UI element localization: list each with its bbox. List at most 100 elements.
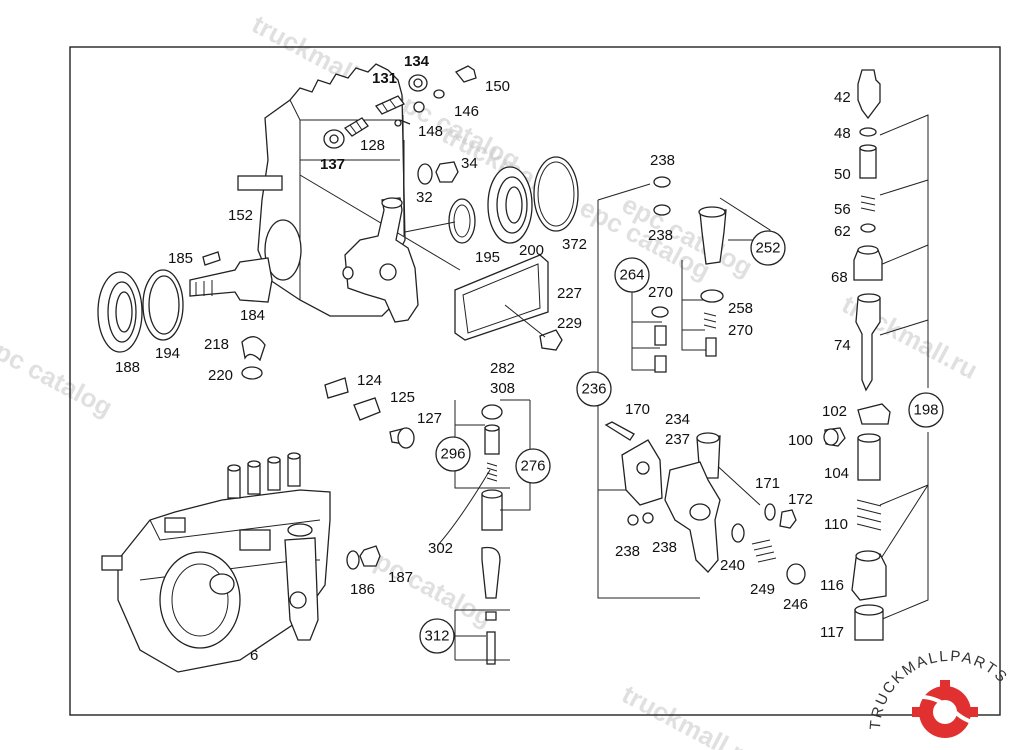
- label-240: 240: [720, 557, 745, 574]
- gear-icon: [904, 680, 1001, 738]
- nut-187: [359, 545, 381, 567]
- truckmall-logo: TRUCKMALLPARTS: [867, 648, 1009, 738]
- label-56: 56: [834, 201, 851, 218]
- label-258: 258: [728, 300, 753, 317]
- block-124: [324, 377, 349, 399]
- bearing-200: [487, 166, 533, 244]
- group-brackets-right: [879, 114, 929, 621]
- label-186: 186: [350, 581, 375, 598]
- label-124: 124: [357, 372, 382, 389]
- label-229: 229: [557, 315, 582, 332]
- label-282: 282: [490, 360, 515, 377]
- washer-186: [346, 550, 360, 570]
- diagram-frame: [69, 46, 1001, 716]
- label-104: 104: [824, 465, 849, 482]
- label-148: 148: [418, 123, 443, 140]
- label-172: 172: [788, 491, 813, 508]
- label-125: 125: [390, 389, 415, 406]
- label-152: 152: [228, 207, 253, 224]
- label-116: 116: [820, 577, 844, 594]
- label-237: 237: [665, 431, 690, 448]
- label-170: 170: [625, 401, 650, 418]
- label-246: 246: [783, 596, 808, 613]
- circle-252: [750, 230, 786, 266]
- label-238-d: 238: [652, 539, 677, 556]
- label-270-a: 270: [648, 284, 673, 301]
- washer-32: [417, 163, 433, 185]
- circle-198: [908, 392, 944, 428]
- washer-220: [241, 366, 263, 380]
- seal-ring-194: [142, 269, 184, 341]
- bolt-229: [539, 329, 563, 351]
- injection-pump-assembly: [101, 452, 331, 673]
- label-308: 308: [490, 380, 515, 397]
- valve-parts-right-center: [604, 176, 806, 585]
- watermark-text: epc catalog: [0, 329, 118, 423]
- label-200: 200: [519, 242, 544, 259]
- label-270-b: 270: [728, 322, 753, 339]
- label-62: 62: [834, 223, 851, 240]
- label-220: 220: [208, 367, 233, 384]
- label-110: 110: [824, 516, 848, 533]
- label-34: 34: [461, 155, 478, 172]
- label-128: 128: [360, 137, 385, 154]
- label-146: 146: [454, 103, 479, 120]
- label-195: 195: [475, 249, 500, 266]
- label-238-c: 238: [615, 543, 640, 560]
- label-372: 372: [562, 236, 587, 253]
- circle-label-296: 296: [440, 446, 465, 463]
- label-100: 100: [788, 432, 813, 449]
- label-234: 234: [665, 411, 690, 428]
- part-labels: 6 32 34 42 48 50 56 62 68 74 100 102 104…: [115, 53, 851, 664]
- circle-label-198: 198: [913, 402, 938, 419]
- label-249: 249: [750, 581, 775, 598]
- governor-housing: [342, 197, 419, 323]
- bolt-127: [389, 427, 415, 449]
- label-6: 6: [250, 647, 258, 664]
- label-194: 194: [155, 345, 180, 362]
- label-150: 150: [485, 78, 510, 95]
- label-302: 302: [428, 540, 453, 557]
- label-188: 188: [115, 359, 140, 376]
- label-117: 117: [820, 624, 844, 641]
- label-48: 48: [834, 125, 851, 142]
- label-184: 184: [240, 307, 265, 324]
- circled-group-labels: 198 236 252 264 276 296 312: [419, 230, 944, 654]
- seal-195: [448, 198, 476, 244]
- label-227: 227: [557, 285, 582, 302]
- label-32: 32: [416, 189, 433, 206]
- label-238-a: 238: [650, 152, 675, 169]
- gasket-227: [454, 254, 549, 341]
- circle-276: [515, 448, 551, 484]
- circle-312: [419, 618, 455, 654]
- camshaft-end: [189, 251, 273, 303]
- bearing-188: [97, 271, 143, 353]
- label-134: 134: [404, 53, 430, 70]
- label-42: 42: [834, 89, 851, 106]
- label-171: 171: [755, 475, 780, 492]
- circle-label-276: 276: [520, 458, 545, 475]
- group-brackets-center: [437, 399, 531, 661]
- label-74: 74: [834, 337, 851, 354]
- half-shell-218: [241, 336, 266, 362]
- label-102: 102: [822, 403, 847, 420]
- delivery-valve-parts: [481, 404, 503, 665]
- block-125: [353, 397, 381, 421]
- label-137: 137: [320, 156, 345, 173]
- leader-lines: [402, 114, 456, 236]
- circle-label-252: 252: [755, 240, 780, 257]
- gasket-372: [533, 156, 579, 232]
- label-127: 127: [417, 410, 442, 427]
- circle-label-312: 312: [424, 628, 449, 645]
- top-small-parts: [343, 65, 477, 137]
- label-185: 185: [168, 250, 193, 267]
- label-50: 50: [834, 166, 851, 183]
- label-218: 218: [204, 336, 229, 353]
- circle-label-236: 236: [581, 381, 606, 398]
- circle-264: [614, 257, 650, 293]
- circle-236: [576, 371, 612, 407]
- element-parts-right: [823, 69, 891, 641]
- group-brackets-right-center: [597, 183, 771, 599]
- label-68: 68: [831, 269, 848, 286]
